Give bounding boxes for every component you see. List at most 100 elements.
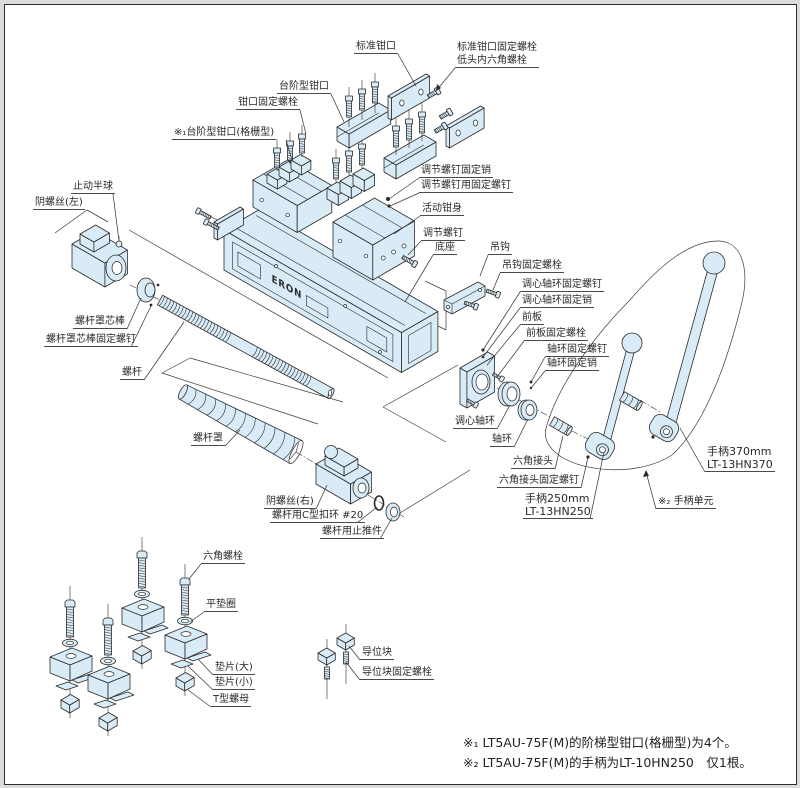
screw-cover-fold [244, 417, 256, 438]
thread [486, 289, 488, 293]
screw-cover-fold [254, 422, 266, 444]
thread [494, 373, 496, 377]
thread [406, 135, 412, 137]
screw-cover-fold [273, 432, 286, 455]
thread [264, 353, 271, 364]
t-nut [60, 694, 80, 714]
plate-hole [472, 119, 478, 127]
thread [372, 100, 378, 103]
handle-370-bar-body [665, 267, 719, 424]
bolt-shaft [393, 130, 399, 148]
thread [402, 255, 404, 260]
screw-cover-fold [282, 437, 296, 460]
thread [66, 608, 74, 611]
t-nut-top-face [132, 645, 152, 657]
bolt-shaft [359, 93, 365, 111]
jaw-slot-line [362, 204, 403, 229]
clamp-set [164, 564, 212, 696]
leader-line [379, 517, 393, 540]
thread [181, 612, 189, 615]
leader-line [479, 254, 489, 277]
thread [289, 367, 296, 378]
bolt-shaft [333, 162, 339, 180]
callout-self-align-collar-set-screw: 调心轴环固定螺钉 [520, 279, 604, 292]
clamp-bolt-hole [65, 653, 77, 659]
leader-line [482, 307, 521, 358]
thread [439, 115, 443, 119]
callout-stepped-jaw: 台阶型钳口 [277, 81, 331, 94]
lifting-hook [443, 281, 486, 315]
thread [439, 126, 443, 130]
thread [359, 153, 365, 155]
callout-handle-370: 手柄370mm LT-13HN370 [705, 445, 775, 472]
hook-bolt [463, 300, 479, 311]
thread [359, 107, 365, 110]
callout-jaw-fixing-bolt: 钳口固定螺栓 [236, 97, 300, 110]
thread [406, 137, 412, 140]
thread [215, 327, 222, 338]
core-rod-screw [156, 283, 160, 287]
clamp-bolt-hole [137, 604, 149, 610]
standard-jaw-plate-top-face [445, 105, 485, 129]
screw-cover-fold [235, 413, 246, 433]
thread [464, 301, 466, 305]
base-screw-hole [274, 264, 278, 268]
thread [406, 132, 412, 135]
flat-washer-hole [181, 618, 189, 624]
callout-flat-washer: 平垫圈 [204, 599, 238, 612]
screw-cover-fold [187, 389, 197, 405]
thread [181, 589, 189, 592]
t-nut-top-face [175, 672, 195, 684]
thread [393, 139, 399, 142]
thread [196, 316, 203, 327]
t-nut [132, 645, 152, 665]
thread [633, 399, 639, 409]
jaw-hole [391, 249, 396, 255]
bolt-head [345, 95, 353, 102]
group-bracket-line [382, 364, 459, 408]
stop-ball [115, 240, 123, 248]
guide-block [336, 632, 355, 651]
callout-hex-bolt: 六角螺栓 [201, 551, 245, 564]
thread [187, 311, 194, 322]
thread [489, 290, 491, 294]
thread [393, 142, 399, 144]
t-nut-top-face [60, 694, 80, 706]
collar-bore [525, 404, 535, 416]
thread [138, 575, 146, 578]
thread [104, 652, 112, 655]
clamp-body-side [107, 673, 131, 700]
base-rail-line [255, 215, 426, 314]
thread [393, 132, 399, 135]
base-front-panel [232, 241, 394, 363]
thread [138, 585, 146, 588]
left-nut-bore [111, 261, 123, 275]
thread [203, 320, 209, 331]
thread [493, 291, 495, 295]
adjust-screw-set-screw [387, 204, 391, 208]
left-nut-top-block [79, 224, 110, 253]
thread [333, 164, 339, 167]
handle-model-text: LT-13HN250 [525, 505, 591, 518]
leader-line [404, 254, 434, 303]
adjust-screw [401, 255, 419, 268]
leader-line [554, 435, 564, 470]
small-stepped-jaw-top-face [352, 167, 376, 181]
right-nut-bore [357, 482, 367, 494]
bolt-shaft [419, 116, 425, 134]
handle-250-bar-body [601, 343, 637, 444]
thread [181, 594, 189, 597]
screw-cover-fold [263, 427, 276, 449]
base-window [305, 294, 329, 319]
hex-joint-end [565, 426, 573, 436]
leader-line [530, 370, 546, 389]
thread [292, 369, 299, 380]
guide-block-bolt [324, 666, 330, 680]
callout-screw: 螺杆 [120, 367, 144, 380]
thread [273, 359, 280, 370]
thread [346, 160, 352, 162]
movable-jaw [332, 197, 415, 281]
thread [177, 306, 184, 317]
